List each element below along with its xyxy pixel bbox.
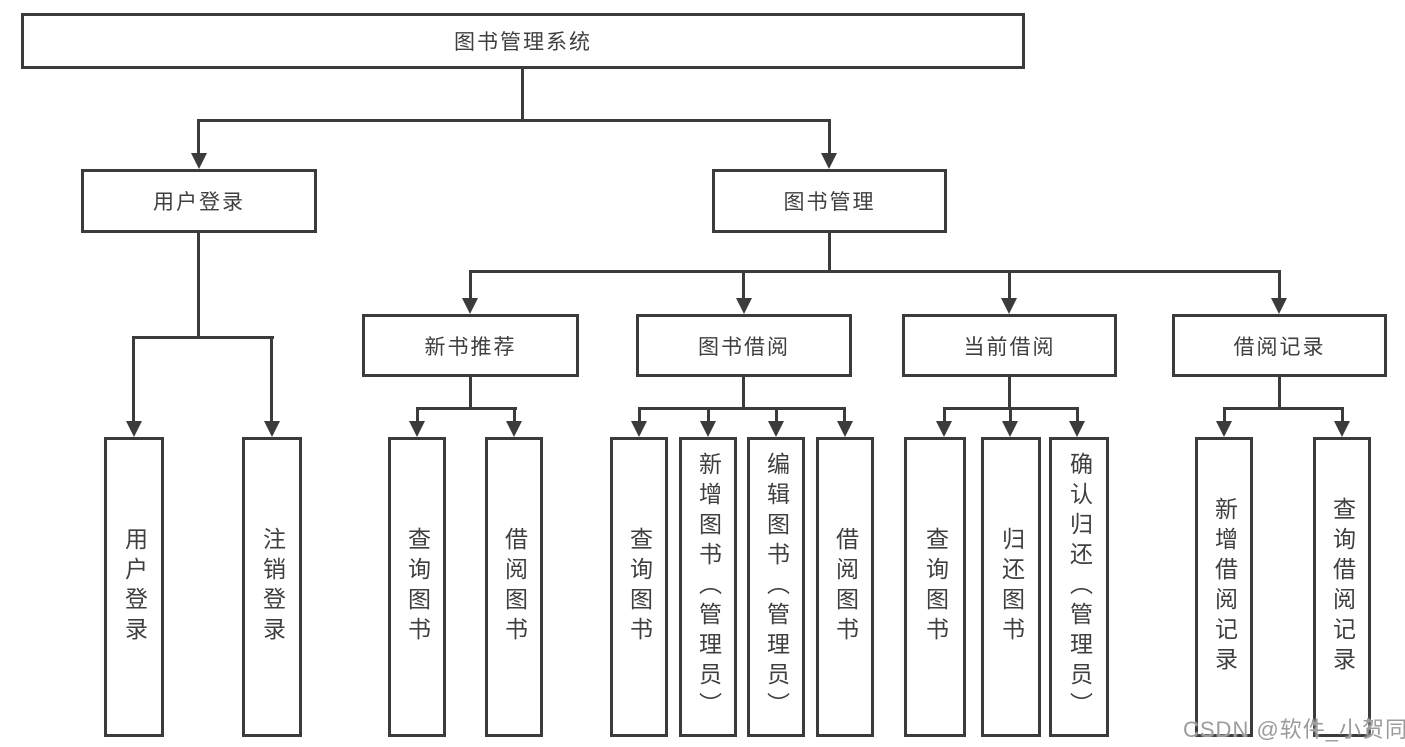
arrowhead-down-icon [936, 421, 952, 437]
arrowhead-down-icon [837, 421, 853, 437]
leaf-query-borrow-record: 查询借阅记录 [1313, 437, 1371, 737]
connector-bookmgmt-trunk [828, 233, 831, 273]
arrowhead-down-icon [264, 421, 280, 437]
connector-userlogin-trunk [197, 233, 200, 339]
connector-root-branch [197, 119, 831, 122]
leaf-edit-book-admin: 编辑图书（管理员） [747, 437, 805, 737]
arrowhead-down-icon [631, 421, 647, 437]
leaf-query-books-1: 查询图书 [388, 437, 446, 737]
connector-drop [1009, 407, 1012, 423]
arrowhead-down-icon [768, 421, 784, 437]
arrowhead-down-icon [1216, 421, 1232, 437]
arrowhead-down-icon [700, 421, 716, 437]
leaf-query-books-2: 查询图书 [610, 437, 668, 737]
connector-drop [843, 407, 846, 423]
node-book-management: 图书管理 [712, 169, 947, 233]
leaf-query-books-3: 查询图书 [904, 437, 966, 737]
leaf-add-book-admin: 新增图书（管理员） [679, 437, 737, 737]
leaf-add-borrow-record: 新增借阅记录 [1195, 437, 1253, 737]
connector-drop-current-borrow [1008, 270, 1011, 299]
connector-drop-new-books [469, 270, 472, 299]
connector-drop [1341, 407, 1344, 423]
arrowhead-down-icon [126, 421, 142, 437]
node-book-borrowing: 图书借阅 [636, 314, 852, 377]
connector-drop [638, 407, 641, 423]
connector-newbooks-trunk [469, 377, 472, 410]
node-current-borrowing: 当前借阅 [902, 314, 1117, 377]
csdn-watermark: CSDN @软件_小贺同学 [1183, 717, 1405, 742]
connector-drop-borrow-records [1278, 270, 1281, 299]
arrowhead-down-icon [1271, 298, 1287, 314]
connector-currentborrow-trunk [1008, 377, 1011, 410]
arrowhead-down-icon [409, 421, 425, 437]
arrowhead-down-icon [1001, 298, 1017, 314]
leaf-return-book: 归还图书 [981, 437, 1041, 737]
connector-records-trunk [1278, 377, 1281, 410]
arrowhead-down-icon [736, 298, 752, 314]
leaf-user-login: 用户登录 [104, 437, 164, 737]
node-new-book-recommend: 新书推荐 [362, 314, 579, 377]
connector-root-trunk [521, 69, 524, 122]
connector-drop [1223, 407, 1226, 423]
arrowhead-down-icon [462, 298, 478, 314]
leaf-borrow-books-1: 借阅图书 [485, 437, 543, 737]
connector-drop [943, 407, 946, 423]
leaf-logout: 注销登录 [242, 437, 302, 737]
connector-newbooks-branch [416, 407, 517, 410]
connector-bookborrow-branch [638, 407, 846, 410]
connector-records-branch [1223, 407, 1343, 410]
connector-userlogin-branch [133, 336, 274, 339]
leaf-confirm-return-admin: 确认归还（管理员） [1049, 437, 1109, 737]
connector-bookmgmt-branch [469, 270, 1281, 273]
connector-drop-book-mgmt [828, 119, 831, 155]
connector-drop [1076, 407, 1079, 423]
node-system-root: 图书管理系统 [21, 13, 1025, 69]
connector-drop [416, 407, 419, 423]
arrowhead-down-icon [506, 421, 522, 437]
connector-drop [513, 407, 516, 423]
arrowhead-down-icon [1069, 421, 1085, 437]
arrowhead-down-icon [1002, 421, 1018, 437]
arrowhead-down-icon [1334, 421, 1350, 437]
connector-drop-leaf-login [132, 336, 135, 423]
node-user-login: 用户登录 [81, 169, 317, 233]
leaf-borrow-books-2: 借阅图书 [816, 437, 874, 737]
connector-bookborrow-trunk [742, 377, 745, 410]
arrowhead-down-icon [191, 153, 207, 169]
connector-drop [775, 407, 778, 423]
arrowhead-down-icon [821, 153, 837, 169]
connector-drop-book-borrow [742, 270, 745, 299]
connector-drop-user-login [197, 119, 200, 155]
node-borrowing-records: 借阅记录 [1172, 314, 1387, 377]
connector-drop-leaf-logout [270, 336, 273, 423]
connector-drop [707, 407, 710, 423]
